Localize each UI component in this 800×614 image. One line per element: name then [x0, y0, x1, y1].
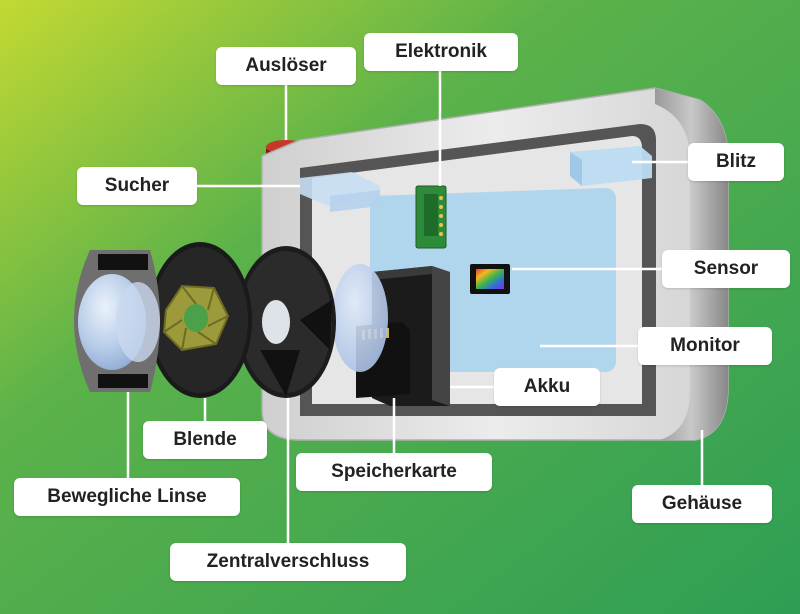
label-aperture: Blende [143, 421, 267, 459]
label-viewfinder: Sucher [77, 167, 197, 205]
label-housing: Gehäuse [632, 485, 772, 523]
label-central-shutter: Zentralverschluss [170, 543, 406, 581]
leader-lines [126, 71, 704, 543]
label-flash: Blitz [688, 143, 784, 181]
label-sensor: Sensor [662, 250, 790, 288]
inner-lens-element [332, 264, 388, 372]
label-shutter-release: Auslöser [216, 47, 356, 85]
flash-unit [570, 146, 652, 186]
label-battery: Akku [494, 368, 600, 406]
label-monitor: Monitor [638, 327, 772, 365]
viewfinder [300, 172, 380, 212]
label-movable-lens: Bewegliche Linse [14, 478, 240, 516]
movable-lens-assembly [74, 250, 160, 392]
electronics-board [415, 185, 447, 249]
label-memory-card: Speicherkarte [296, 453, 492, 491]
central-shutter-disc [236, 246, 336, 398]
image-sensor [470, 264, 510, 294]
aperture-diaphragm [148, 242, 252, 398]
label-electronics: Elektronik [364, 33, 518, 71]
